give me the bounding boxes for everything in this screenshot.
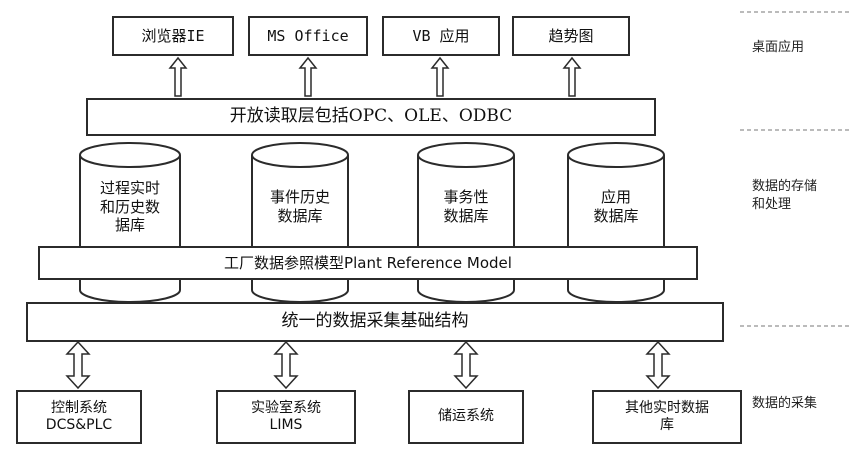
app-box-vb: VB 应用: [382, 16, 500, 56]
source-control-system: 控制系统 DCS&PLC: [16, 390, 142, 444]
data-collection-infrastructure: 统一的数据采集基础结构: [26, 302, 724, 342]
double-arrow: [65, 340, 671, 390]
db-label-application: 应用 数据库: [593, 188, 639, 225]
db-label-transaction: 事务性 数据库: [443, 188, 489, 225]
source-lims: 实验室系统 LIMS: [216, 390, 356, 444]
plant-reference-model: 工厂数据参照模型Plant Reference Model: [38, 246, 698, 280]
source-other-rtdb: 其他实时数据 库: [592, 390, 742, 444]
up-arrow: [168, 56, 582, 97]
layer-label-storage: 数据的存储 和处理: [752, 179, 818, 213]
layer-label-collection: 数据的采集: [752, 396, 818, 411]
app-box-ie: 浏览器IE: [112, 16, 234, 56]
source-storage-transport: 储运系统: [408, 390, 524, 444]
open-access-layer: 开放读取层包括OPC、OLE、ODBC: [86, 98, 656, 136]
layer-label-desktop: 桌面应用: [752, 40, 805, 55]
db-label-event: 事件历史 数据库: [269, 188, 330, 225]
db-label-process: 过程实时 和历史数 据库: [99, 178, 160, 235]
app-box-trend: 趋势图: [512, 16, 630, 56]
app-box-office: MS Office: [248, 16, 368, 56]
